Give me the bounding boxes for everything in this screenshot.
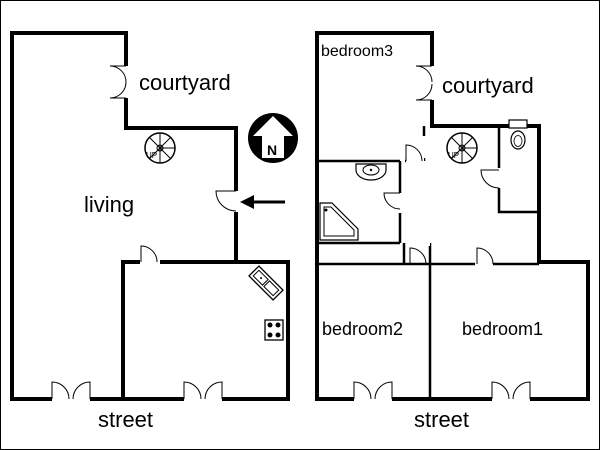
bedroom1-door: [476, 247, 494, 265]
courtyard-label-right: courtyard: [442, 73, 534, 98]
courtyard-door-left: [109, 65, 127, 99]
courtyard-label-left: courtyard: [139, 70, 231, 95]
left-street-door-a: [51, 381, 91, 400]
street-label-left: street: [98, 407, 153, 432]
spiral-staircase-icon: UP: [144, 132, 176, 164]
bedroom1-label: bedroom1: [462, 319, 543, 339]
kitchen-door: [140, 245, 158, 263]
living-entrance-door: [215, 190, 237, 212]
stove-icon: [264, 319, 284, 341]
bedroom2-door: [409, 247, 427, 265]
bedroom2-label: bedroom2: [322, 319, 403, 339]
toilet-door: [480, 169, 500, 189]
entrance-arrow-icon: [240, 195, 285, 209]
right-floor-plan: UP bedroom3 courtyard bedroom2 bedroom1 …: [315, 31, 590, 432]
up-label-left: UP: [146, 151, 157, 160]
compass-label: N: [267, 142, 277, 158]
left-street-door-b: [183, 381, 223, 400]
left-floor-plan: UP courtyard living street: [10, 31, 290, 432]
living-label: living: [84, 192, 134, 217]
street-label-right: street: [414, 407, 469, 432]
toilet-icon: [508, 119, 528, 150]
shower-icon: [319, 202, 359, 241]
spiral-staircase-icon: UP: [446, 132, 478, 164]
up-label-right: UP: [448, 151, 459, 160]
wash-basin-icon: [355, 163, 387, 181]
right-street-door-a: [353, 381, 393, 400]
bedroom3-label: bedroom3: [321, 43, 393, 60]
north-arrow-icon: N: [248, 113, 298, 163]
right-street-door-b: [491, 381, 531, 400]
kitchen-sink-icon: [248, 265, 284, 301]
courtyard-door-right: [415, 65, 433, 101]
bedroom3-door: [405, 144, 423, 162]
bathroom-door: [383, 192, 401, 210]
